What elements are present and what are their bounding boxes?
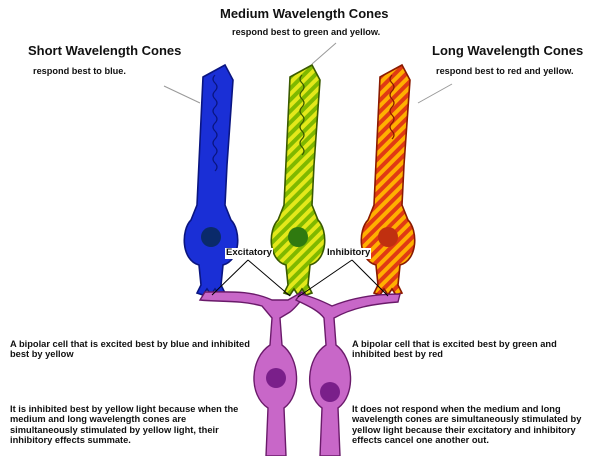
short-cone-nucleus: [201, 227, 221, 247]
medium-cone-title: Medium Wavelength Cones: [220, 7, 389, 22]
medium-cone-nucleus: [288, 227, 308, 247]
medium-cone-subtitle: respond best to green and yellow.: [232, 27, 380, 37]
short-cone-title: Short Wavelength Cones: [28, 44, 181, 59]
long-cone-title: Long Wavelength Cones: [432, 44, 583, 59]
short-cone-subtitle: respond best to blue.: [33, 66, 126, 76]
right-bipolar-nucleus: [320, 382, 340, 402]
left-bipolar-explanation: It is inhibited best by yellow light bec…: [10, 404, 255, 446]
right-bipolar-description: A bipolar cell that is excited best by g…: [352, 339, 582, 360]
long-wavelength-cone: [361, 65, 414, 295]
inhibitory-label: Inhibitory: [326, 248, 371, 259]
long-cone-nucleus: [378, 227, 398, 247]
excitatory-line-2: [248, 260, 290, 296]
short-pointer-line: [164, 86, 200, 103]
excitatory-label: Excitatory: [225, 248, 273, 259]
medium-wavelength-cone: [271, 65, 324, 295]
medium-pointer-line: [312, 43, 336, 64]
long-cone-subtitle: respond best to red and yellow.: [436, 66, 574, 76]
right-bipolar-explanation: It does not respond when the medium and …: [352, 404, 592, 446]
left-bipolar-description: A bipolar cell that is excited best by b…: [10, 339, 250, 360]
left-bipolar-nucleus: [266, 368, 286, 388]
long-pointer-line: [418, 84, 452, 103]
